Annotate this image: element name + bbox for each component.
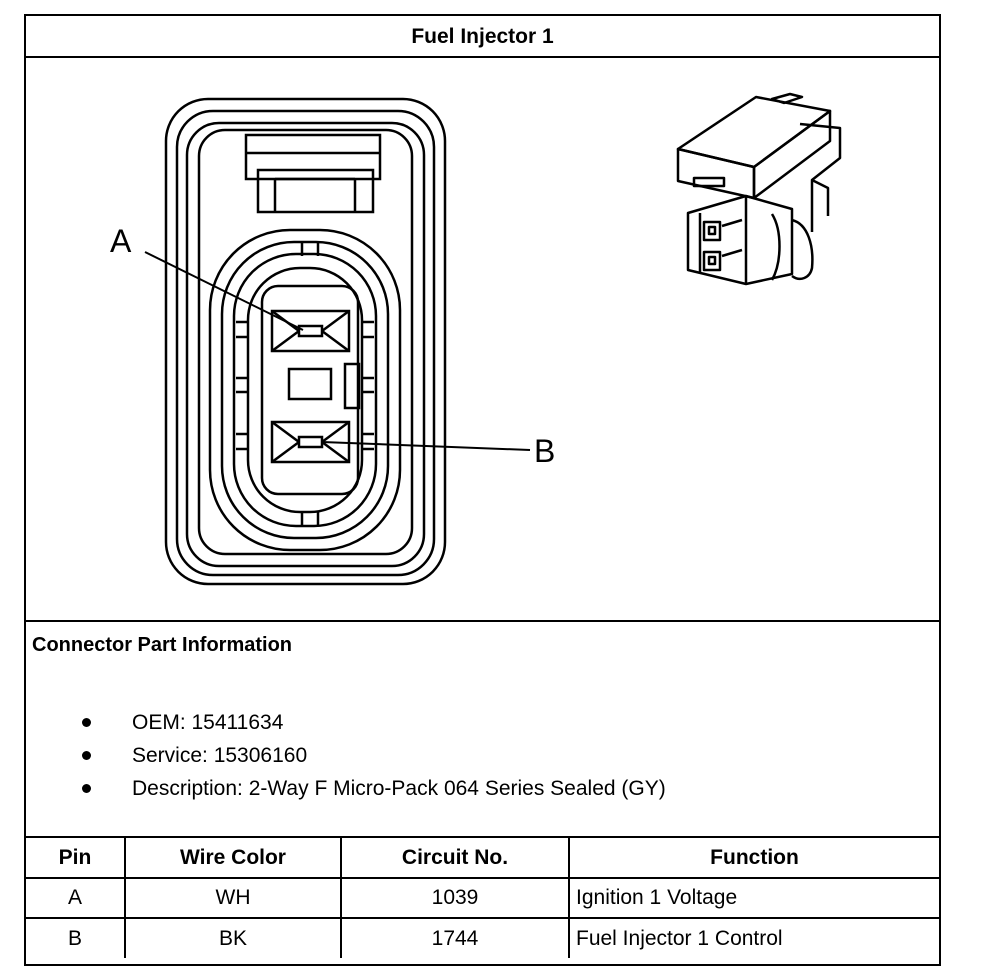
- list-item: OEM: 15411634: [82, 706, 666, 739]
- pin-cell: A: [26, 877, 126, 919]
- column-header-circuit-no: Circuit No.: [340, 838, 570, 879]
- list-item: Description: 2-Way F Micro-Pack 064 Seri…: [82, 772, 666, 805]
- oem-part-number: OEM: 15411634: [132, 711, 284, 734]
- wire-color-cell: BK: [124, 917, 342, 958]
- bullet-icon: [82, 751, 91, 760]
- table-row: B BK 1744 Fuel Injector 1 Control: [26, 917, 939, 958]
- part-info-list: OEM: 15411634 Service: 15306160 Descript…: [82, 706, 666, 805]
- bullet-icon: [82, 718, 91, 727]
- connector-description: Description: 2-Way F Micro-Pack 064 Seri…: [132, 777, 666, 800]
- circuit-number-cell: 1744: [340, 917, 570, 958]
- info-heading: Connector Part Information: [32, 634, 293, 656]
- diagram-area: A B: [26, 58, 939, 622]
- column-header-pin: Pin: [26, 838, 126, 879]
- column-header-wire-color: Wire Color: [124, 838, 342, 879]
- bullet-icon: [82, 784, 91, 793]
- table-header-row: Pin Wire Color Circuit No. Function: [26, 838, 939, 879]
- pin-cell: B: [26, 917, 126, 958]
- connector-sheet: Fuel Injector 1: [24, 14, 941, 966]
- service-part-number: Service: 15306160: [132, 744, 308, 767]
- connector-face-view-icon: [164, 97, 447, 586]
- pin-table: Pin Wire Color Circuit No. Function A WH…: [26, 838, 939, 958]
- circuit-number-cell: 1039: [340, 877, 570, 919]
- list-item: Service: 15306160: [82, 739, 666, 772]
- page-title: Fuel Injector 1: [26, 16, 939, 58]
- table-row: A WH 1039 Ignition 1 Voltage: [26, 877, 939, 919]
- connector-part-information: Connector Part Information OEM: 15411634…: [26, 622, 939, 838]
- pin-a-label: A: [110, 223, 132, 259]
- column-header-function: Function: [568, 838, 939, 879]
- function-cell: Fuel Injector 1 Control: [568, 917, 939, 958]
- wire-color-cell: WH: [124, 877, 342, 919]
- connector-isometric-view-icon: [676, 92, 842, 286]
- function-cell: Ignition 1 Voltage: [568, 877, 939, 919]
- pin-b-label: B: [534, 433, 555, 469]
- pin-leader-lines: [144, 251, 531, 451]
